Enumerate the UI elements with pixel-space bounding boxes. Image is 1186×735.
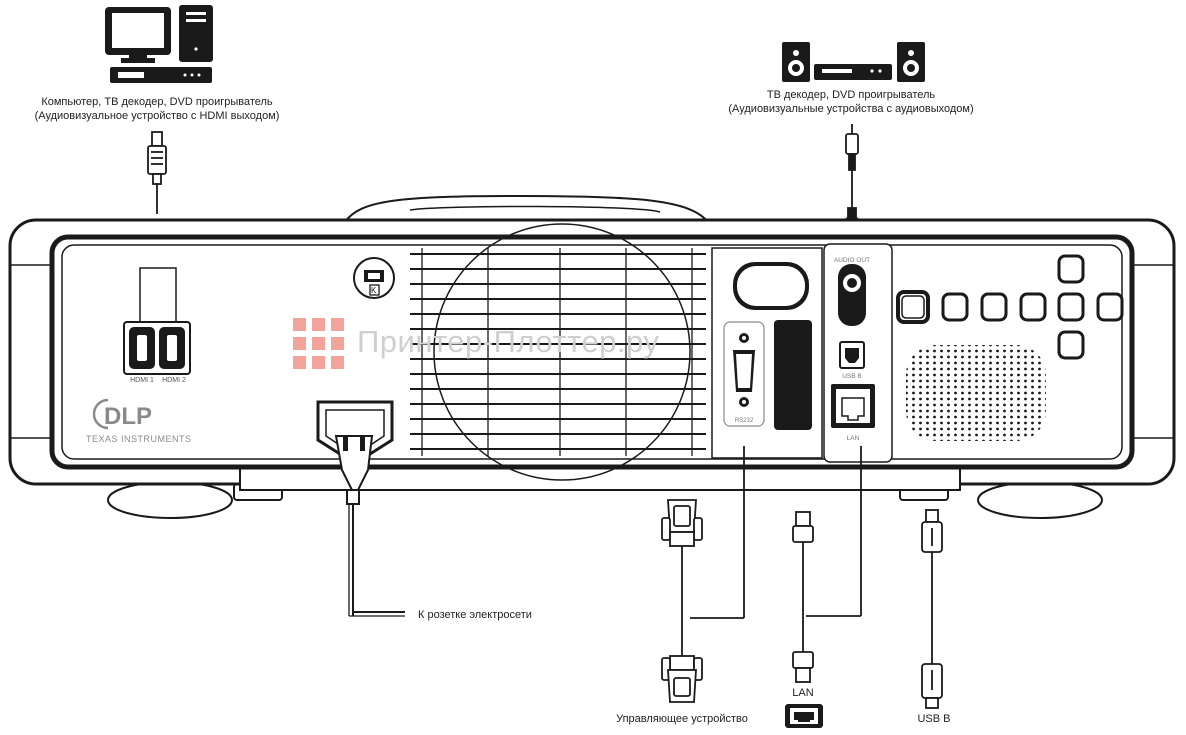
usb-b-port-label: USB B <box>842 373 862 380</box>
dlp-subtitle: TEXAS INSTRUMENTS <box>86 434 192 444</box>
lan-cable-icon <box>792 446 862 683</box>
control-device-label: Управляющее устройство <box>616 713 748 725</box>
usb-cable-icon <box>921 509 943 709</box>
hdmi-source-label-line2: (Аудиовизуальное устройство с HDMI выход… <box>34 110 280 122</box>
watermark-text: Принтер-Плоттер.ру <box>357 324 660 359</box>
kensington-lock-icon: K <box>353 257 395 299</box>
control-buttons <box>896 254 1124 360</box>
power-cable-icon <box>334 435 405 617</box>
computer-icon <box>105 5 213 63</box>
hdmi1-label: HDMI 1 <box>130 377 154 384</box>
dlp-logo-icon: DLP TEXAS INSTRUMENTS <box>86 398 192 444</box>
speaker-grille <box>906 345 1046 441</box>
ethernet-jack-icon <box>785 704 823 728</box>
hdmi-source-label: Компьютер, ТВ декодер, DVD проигрыватель… <box>35 95 280 123</box>
power-outlet-label: К розетке электросети <box>418 609 532 621</box>
hdmi-cable-icon <box>147 131 167 214</box>
audio-source-label: ТВ декодер, DVD проигрыватель (Аудиовизу… <box>728 88 973 116</box>
svg-text:K: K <box>371 286 377 295</box>
dvd-player-icon <box>110 67 212 83</box>
audio-out-label: AUDIO OUT <box>834 257 870 264</box>
audio-source-label-line2: (Аудиовизуальные устройства с аудиовыход… <box>728 103 974 115</box>
lan-port-label: LAN <box>847 435 860 442</box>
audio-source-label-line1: ТВ декодер, DVD проигрыватель <box>766 89 936 101</box>
vent-grille <box>408 223 708 481</box>
usb-cable-label: USB B <box>917 713 951 725</box>
audio-system-icon <box>782 42 925 82</box>
rs232-port: RS232 <box>723 321 765 427</box>
hdmi-source-label-line1: Компьютер, ТВ декодер, DVD проигрыватель <box>41 96 273 108</box>
lan-cable-label: LAN <box>792 687 814 699</box>
watermark-logo-icon <box>293 318 345 370</box>
dlp-logo-text: DLP <box>104 403 152 430</box>
hdmi-ports <box>123 267 191 375</box>
io-block: AUDIO OUT USB B LAN <box>823 243 893 463</box>
rs232-cable-icon <box>661 446 745 703</box>
hdmi2-label: HDMI 2 <box>162 377 186 384</box>
rs232-label: RS232 <box>735 418 754 424</box>
